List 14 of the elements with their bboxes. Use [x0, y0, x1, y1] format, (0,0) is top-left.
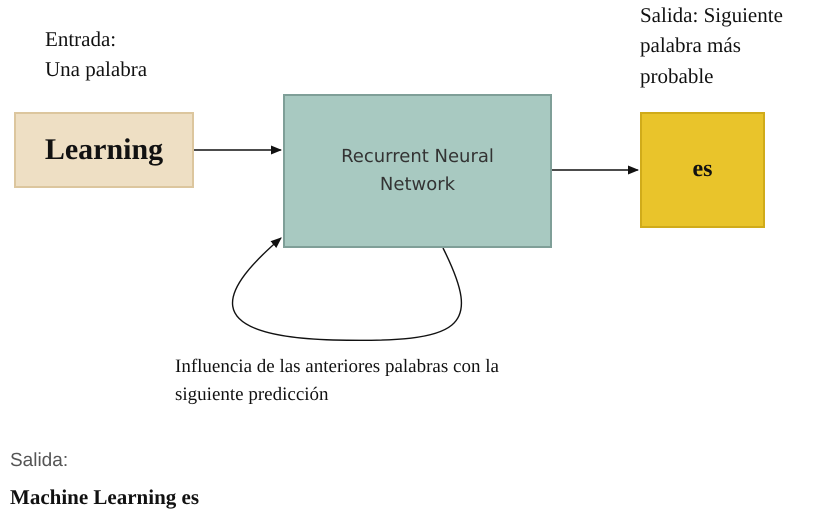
arrow	[232, 237, 462, 342]
node-text: Learning	[44, 132, 164, 168]
arrow	[194, 146, 282, 154]
process-box	[14, 112, 194, 188]
node-text: es	[692, 155, 712, 184]
node-label: Salida: Siguiente palabra más probable	[640, 2, 784, 90]
output-text: Machine Learning es	[10, 485, 199, 510]
process-box	[283, 94, 552, 248]
process-box	[640, 112, 765, 228]
edge-label: Influencia de las anteriores palabras con la siguiente predicción	[175, 355, 500, 407]
node-text: Recurrent Neural Network	[340, 145, 495, 197]
output-heading: Salida:	[10, 450, 68, 472]
node-label: Entrada: Una palabra	[45, 26, 148, 84]
arrow	[552, 166, 640, 174]
